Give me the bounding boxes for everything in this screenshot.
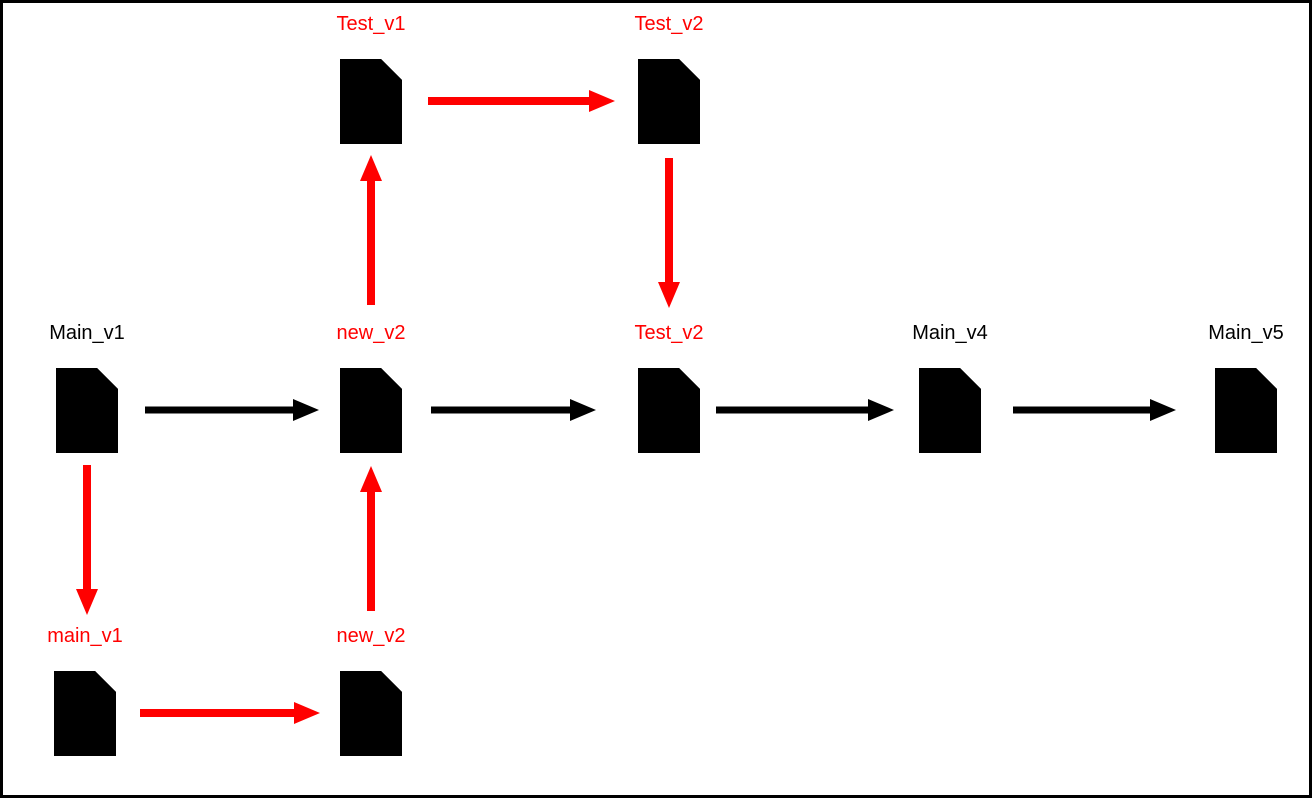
arrow-new-v2-to-test-v2 <box>431 399 596 421</box>
arrow-new-v2-to-test-v1 <box>360 155 382 305</box>
document-icon <box>54 671 116 756</box>
arrow-main-v1-to-new-v2 <box>145 399 319 421</box>
doc-node-new-v2-middle: new_v2 <box>337 322 405 456</box>
doc-node-main-v5: Main_v5 <box>1208 322 1284 456</box>
doc-node-main-v1-bottom: main_v1 <box>47 625 123 759</box>
document-icon <box>919 368 981 453</box>
arrow-test-v1-to-test-v2 <box>428 90 615 112</box>
node-label-new-v2-middle: new_v2 <box>336 322 406 344</box>
node-label-main-v1: Main_v1 <box>49 322 125 344</box>
node-label-test-v1: Test_v1 <box>336 13 406 35</box>
document-icon <box>340 671 402 756</box>
doc-node-main-v4: Main_v4 <box>912 322 988 456</box>
doc-node-main-v1: Main_v1 <box>49 322 125 456</box>
node-label-main-v4: Main_v4 <box>912 322 988 344</box>
doc-node-test-v2-middle: Test_v2 <box>635 322 703 456</box>
document-icon <box>340 368 402 453</box>
document-icon <box>340 59 402 144</box>
node-label-new-v2-bottom: new_v2 <box>336 625 406 647</box>
doc-node-test-v1-top: Test_v1 <box>337 13 405 147</box>
document-icon <box>638 59 700 144</box>
node-label-main-v1-bottom: main_v1 <box>47 625 123 647</box>
node-label-test-v2-top: Test_v2 <box>634 13 704 35</box>
arrow-main-v1-bottom-to-new-v2-bottom <box>140 702 320 724</box>
arrow-new-v2-bottom-to-new-v2-mid <box>360 466 382 611</box>
document-icon <box>56 368 118 453</box>
arrow-test-v2-top-to-test-v2-mid <box>658 158 680 308</box>
document-icon <box>638 368 700 453</box>
arrow-main-v4-to-main-v5 <box>1013 399 1176 421</box>
arrow-test-v2-to-main-v4 <box>716 399 894 421</box>
document-icon <box>1215 368 1277 453</box>
doc-node-new-v2-bottom: new_v2 <box>337 625 405 759</box>
node-label-main-v5: Main_v5 <box>1208 322 1284 344</box>
node-label-test-v2-middle: Test_v2 <box>634 322 704 344</box>
doc-node-test-v2-top: Test_v2 <box>635 13 703 147</box>
arrow-main-v1-to-main-v1-bottom <box>76 465 98 615</box>
